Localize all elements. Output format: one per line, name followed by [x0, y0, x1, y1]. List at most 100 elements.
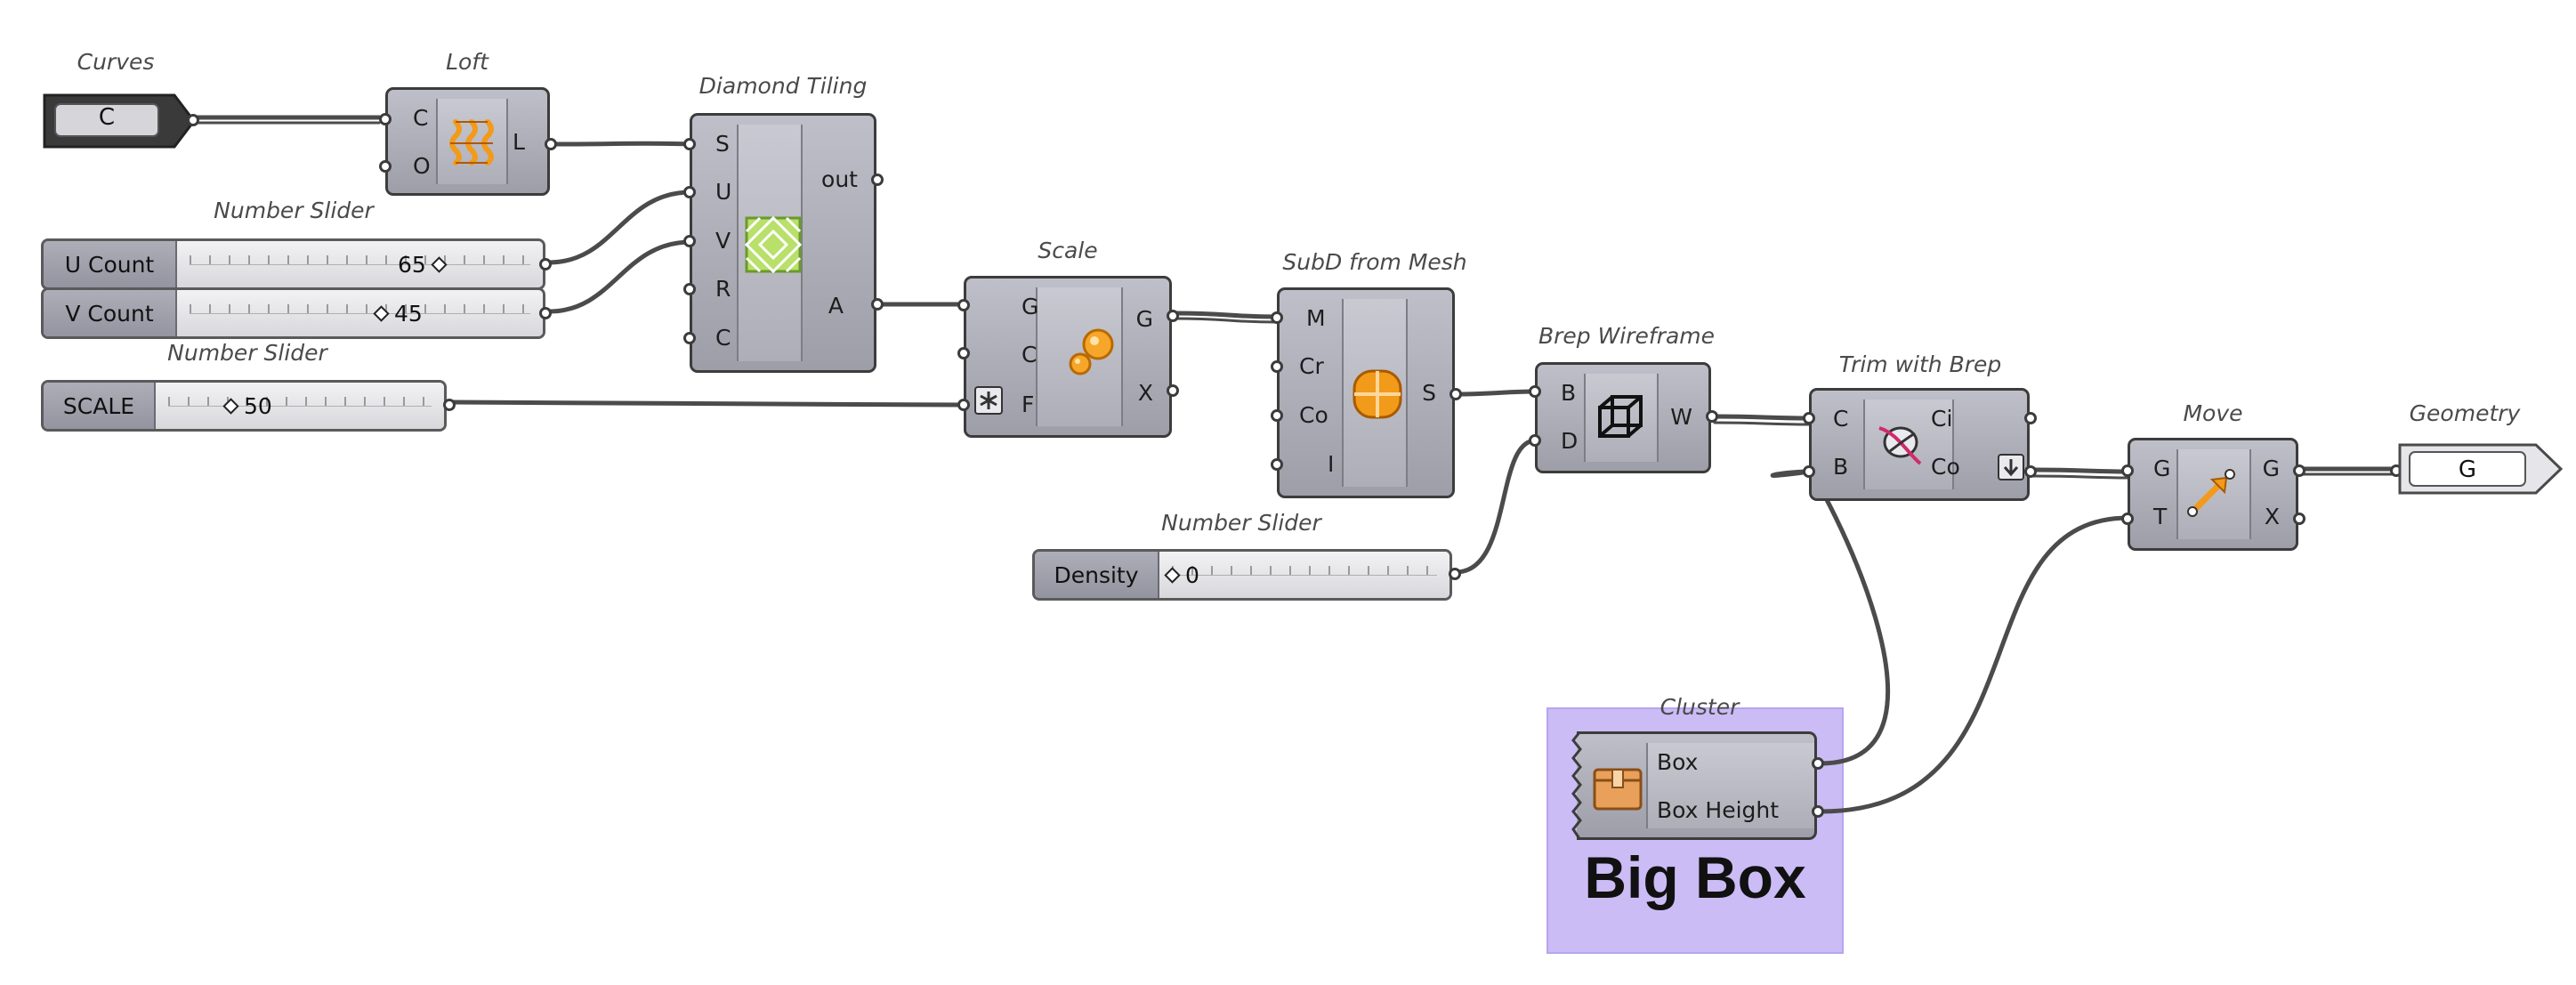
- wire-ucount-diamond: [546, 190, 693, 265]
- trim-input-b-grip[interactable]: [1803, 465, 1815, 478]
- scale-input-g-grip[interactable]: [957, 299, 970, 311]
- loft-input-c-grip[interactable]: [379, 113, 392, 125]
- diamond-input-u-grip[interactable]: [683, 186, 696, 198]
- v-count-value[interactable]: 45: [368, 301, 423, 327]
- subd-input-cr-grip[interactable]: [1271, 360, 1283, 373]
- trim-input-c-grip[interactable]: [1803, 412, 1815, 424]
- brep-input-d-grip[interactable]: [1529, 434, 1541, 447]
- u-count-label: U Count: [44, 241, 177, 287]
- diamond-input-v-grip[interactable]: [683, 235, 696, 247]
- scale-slider[interactable]: SCALE 50: [41, 380, 447, 432]
- trim-component[interactable]: C B Ci Co: [1809, 388, 2030, 501]
- loft-input-o-grip[interactable]: [379, 160, 392, 173]
- move-input-g-grip[interactable]: [2121, 464, 2134, 477]
- trim-curve-icon: [1878, 426, 1922, 465]
- diamond-input-r: R: [715, 276, 731, 302]
- cluster-component[interactable]: Box Box Height: [1571, 731, 1817, 840]
- u-count-output-grip[interactable]: [539, 258, 552, 270]
- diamond-tiling-component[interactable]: S U V R C out A: [690, 113, 876, 373]
- slider-knob-icon[interactable]: [373, 305, 390, 322]
- brep-output-w-grip[interactable]: [1706, 410, 1718, 423]
- scale-slider-value[interactable]: 50: [218, 393, 272, 419]
- scale-input-c-grip[interactable]: [957, 347, 970, 359]
- subd-input-co-grip[interactable]: [1271, 409, 1283, 422]
- density-slider[interactable]: Density 0: [1032, 549, 1452, 601]
- wire-scale-subd: [1172, 311, 1280, 319]
- scale-input-f-grip[interactable]: [957, 399, 970, 411]
- cluster-output-box-grip[interactable]: [1812, 757, 1824, 770]
- move-output-g: G: [2262, 456, 2280, 481]
- package-box-icon: [1593, 768, 1643, 811]
- scale-output-x-grip[interactable]: [1167, 384, 1179, 397]
- geometry-title: Geometry: [2409, 400, 2521, 426]
- loft-output-l: L: [513, 129, 525, 155]
- density-slider-title: Number Slider: [1161, 510, 1321, 536]
- geometry-pill-label: G: [2458, 456, 2477, 483]
- brep-wireframe-component[interactable]: B D W: [1535, 362, 1711, 473]
- cluster-output-box: Box: [1657, 749, 1699, 775]
- move-input-t-grip[interactable]: [2121, 513, 2134, 525]
- v-count-output-grip[interactable]: [539, 307, 552, 319]
- curves-title: Curves: [77, 49, 155, 75]
- wire-scale-subd-2: [1173, 317, 1280, 324]
- diamond-input-c-grip[interactable]: [683, 332, 696, 344]
- subd-title: SubD from Mesh: [1282, 249, 1467, 275]
- scale-output-g-grip[interactable]: [1167, 310, 1179, 322]
- diamond-input-s-grip[interactable]: [683, 138, 696, 150]
- diamond-input-s: S: [715, 131, 730, 157]
- subd-input-i-grip[interactable]: [1271, 458, 1283, 471]
- brep-output-w: W: [1670, 404, 1692, 430]
- wire-vcount-diamond: [546, 239, 693, 314]
- cluster-group-label: Big Box: [1584, 844, 1806, 910]
- wireframe-cube-icon: [1598, 395, 1643, 438]
- subd-component[interactable]: M Cr Co I S: [1277, 287, 1455, 498]
- curves-param[interactable]: [41, 92, 201, 150]
- slider-knob-icon[interactable]: [222, 398, 239, 415]
- cluster-title: Cluster: [1659, 694, 1740, 720]
- wire-cluster-box-trim: [1770, 469, 1891, 766]
- subd-input-i: I: [1328, 451, 1335, 477]
- curves-pill-label: C: [98, 104, 116, 131]
- ucount-slider-title: Number Slider: [214, 198, 374, 223]
- subd-output-s-grip[interactable]: [1450, 388, 1462, 400]
- subd-input-co: Co: [1299, 402, 1328, 428]
- diamond-output-out-grip[interactable]: [871, 174, 884, 186]
- u-count-slider[interactable]: U Count 65: [41, 238, 545, 290]
- subd-input-m-grip[interactable]: [1271, 311, 1283, 324]
- brep-wireframe-title: Brep Wireframe: [1538, 323, 1716, 349]
- trim-output-ci: Ci: [1931, 406, 1953, 432]
- scale-title: Scale: [1038, 238, 1098, 263]
- subd-sphere-icon: [1353, 369, 1402, 419]
- loft-component[interactable]: C O L: [385, 87, 550, 196]
- scale-input-c: C: [1022, 342, 1038, 367]
- flatten-arrow-icon[interactable]: [1997, 453, 2025, 481]
- diamond-input-r-grip[interactable]: [683, 283, 696, 295]
- scale-slider-output-grip[interactable]: [443, 399, 456, 411]
- move-component[interactable]: G T G X: [2128, 438, 2298, 551]
- asterisk-flag-icon: [974, 386, 1003, 415]
- density-slider-value[interactable]: 0: [1159, 562, 1199, 588]
- scale-component[interactable]: G C F G X: [964, 276, 1172, 438]
- cluster-output-box-height-grip[interactable]: [1812, 805, 1824, 818]
- loft-output-l-grip[interactable]: [545, 138, 557, 150]
- trim-output-ci-grip[interactable]: [2024, 412, 2037, 424]
- density-slider-output-grip[interactable]: [1449, 568, 1461, 580]
- v-count-slider[interactable]: V Count 45: [41, 287, 545, 339]
- trim-output-co: Co: [1931, 454, 1960, 480]
- wire-trim-move: [2030, 467, 2131, 474]
- move-output-g-grip[interactable]: [2293, 464, 2305, 477]
- trim-output-co-grip[interactable]: [2024, 465, 2037, 478]
- u-count-value[interactable]: 65: [398, 252, 452, 278]
- slider-knob-icon[interactable]: [1164, 567, 1181, 584]
- diamond-output-a-grip[interactable]: [871, 298, 884, 311]
- brep-input-b-grip[interactable]: [1529, 385, 1541, 398]
- scale-output-g: G: [1135, 306, 1153, 332]
- scale-spheres-icon: [1069, 328, 1114, 375]
- move-output-x-grip[interactable]: [2293, 513, 2305, 525]
- slider-knob-icon[interactable]: [431, 256, 448, 273]
- geometry-param[interactable]: [2397, 441, 2566, 497]
- subd-output-s: S: [1422, 380, 1436, 406]
- curves-output-grip[interactable]: [187, 114, 199, 126]
- wire-density-wireframe: [1453, 438, 1538, 575]
